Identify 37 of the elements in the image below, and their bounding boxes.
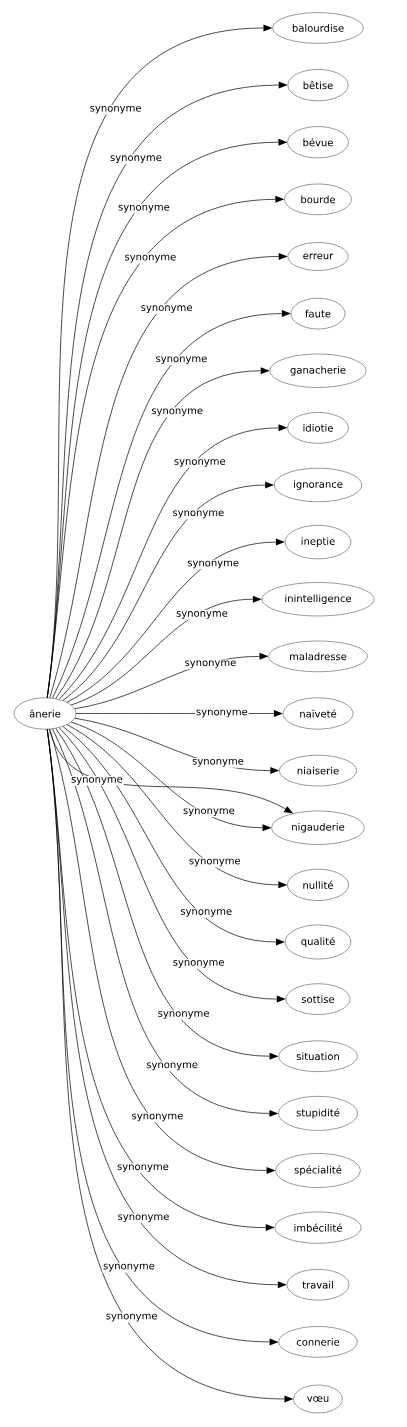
edge-label: synonyme — [173, 510, 224, 519]
edge-label: synonyme — [189, 858, 241, 867]
edge-label: synonyme — [180, 909, 232, 917]
arrow — [58, 727, 286, 1003]
edge-label: synonyme — [156, 356, 207, 365]
edge-label: synonyme — [151, 408, 203, 417]
edge-label: synonyme — [132, 1113, 183, 1122]
arrow — [55, 728, 279, 1060]
edge-label: synonyme — [158, 1011, 209, 1019]
edge-label: synonyme — [141, 305, 192, 314]
arrow — [70, 595, 262, 706]
edge-label: synonyme — [146, 1062, 198, 1071]
edge-label: synonyme — [117, 1164, 169, 1173]
edge-label: synonyme — [196, 709, 248, 718]
edge-label: synonyme — [71, 777, 123, 785]
arrow — [48, 728, 294, 814]
edge-label: synonyme — [173, 960, 224, 968]
arrow — [70, 721, 272, 832]
edge-label: synonyme — [187, 560, 239, 569]
edge-label: synonyme — [118, 1214, 169, 1223]
edge-label: synonyme — [125, 254, 176, 263]
edge-label: synonyme — [106, 1313, 157, 1322]
edge-label: synonyme — [118, 204, 170, 213]
edge-label: synonyme — [192, 758, 244, 767]
arrow — [62, 481, 275, 701]
edge-label: synonyme — [90, 105, 141, 114]
edge-label: synonyme — [176, 611, 228, 619]
arrow — [66, 538, 285, 703]
arrow — [55, 367, 270, 699]
edge-label: synonyme — [110, 155, 162, 164]
edge-label: synonyme — [183, 808, 235, 817]
edge-label: synonyme — [185, 660, 236, 669]
arrow — [62, 726, 285, 946]
arrow — [58, 424, 288, 700]
edge-label: synonyme — [174, 459, 226, 467]
arrow — [66, 724, 288, 889]
edge-label: synonyme — [103, 1263, 155, 1272]
